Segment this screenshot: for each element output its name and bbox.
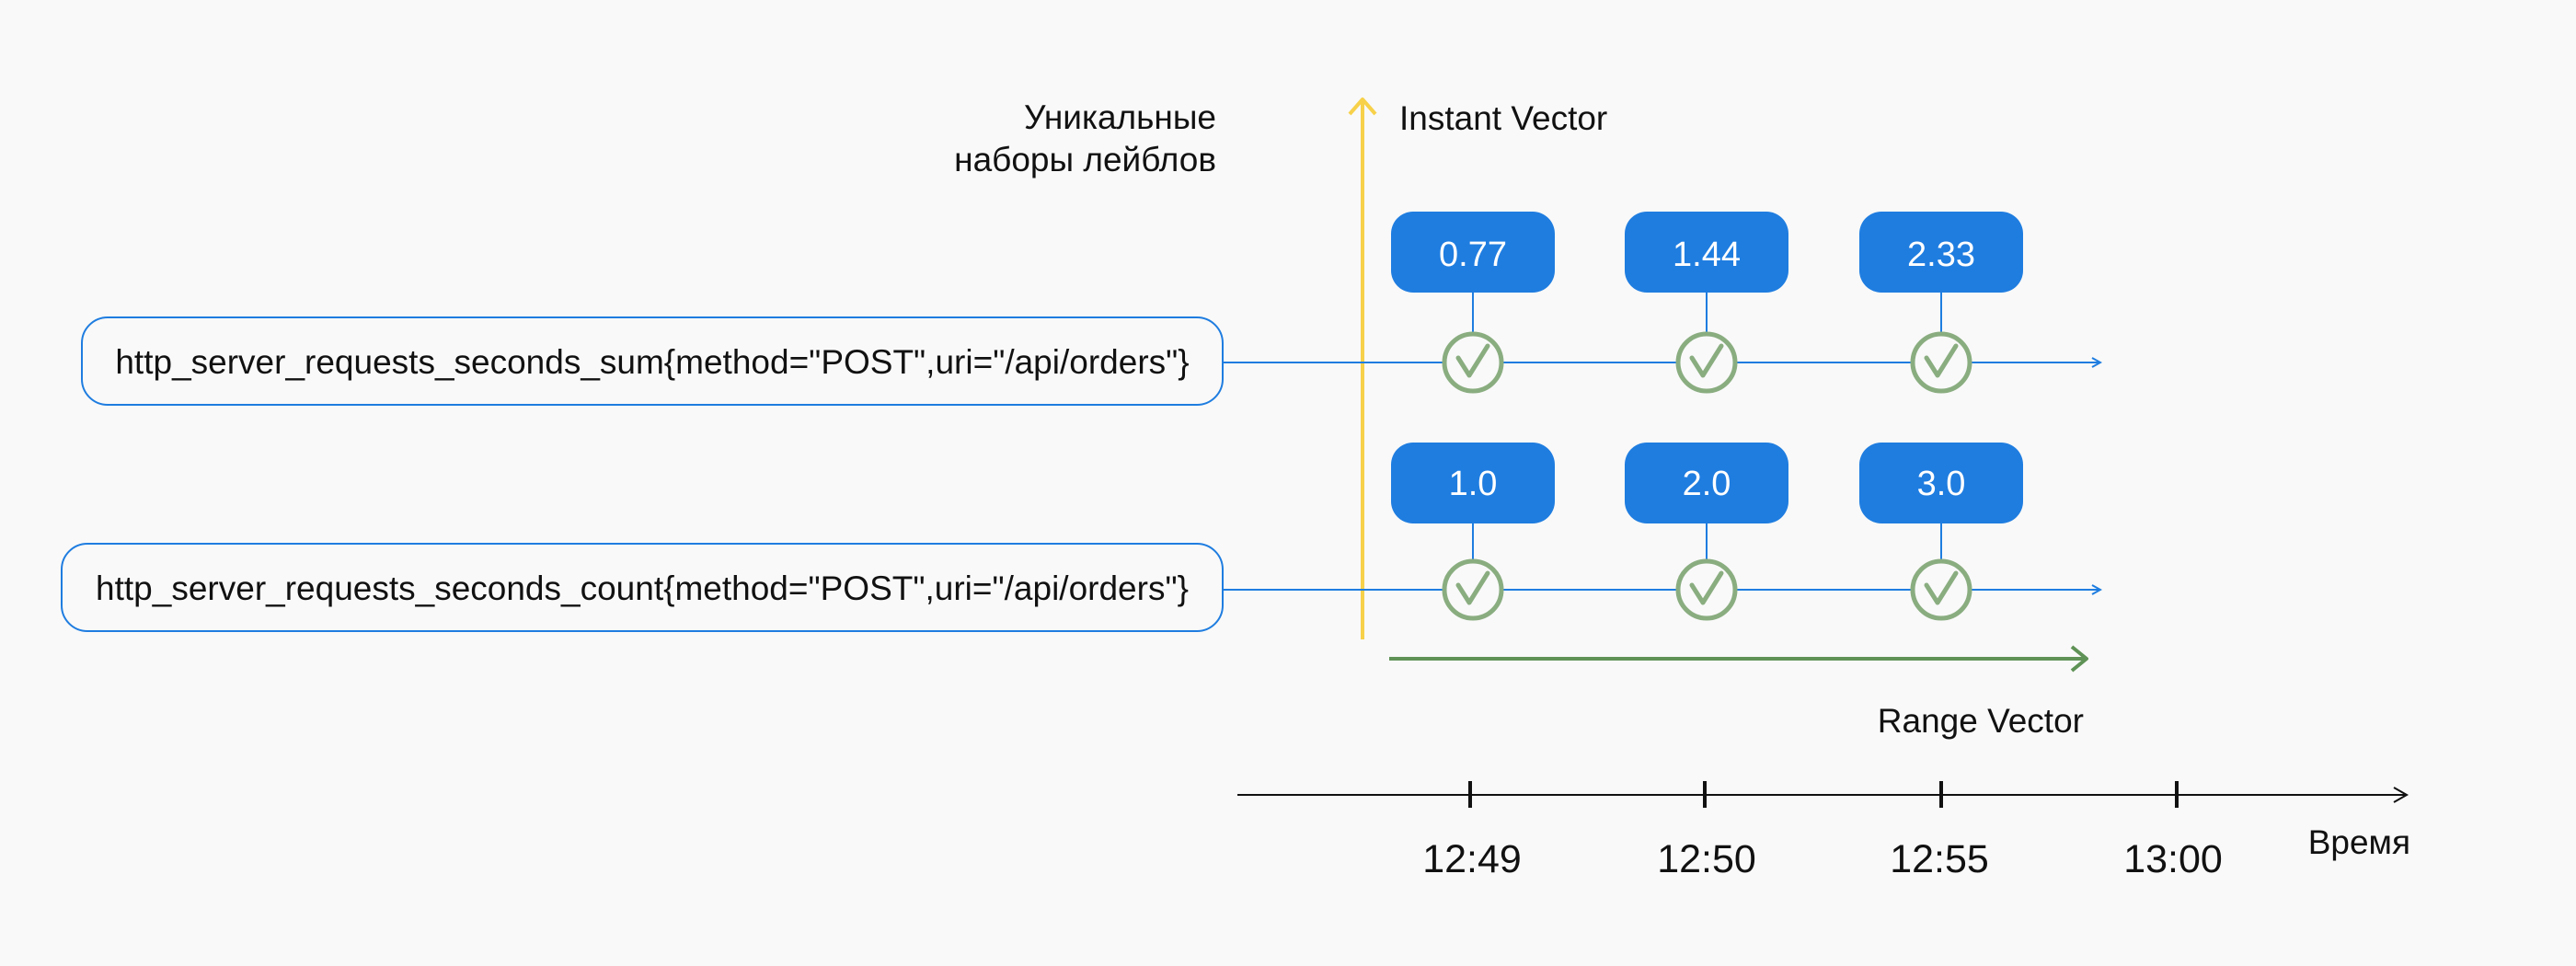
check-icon: [1675, 331, 1738, 394]
instant-vector-label: Instant Vector: [1399, 99, 1607, 137]
series-row: http_server_requests_seconds_sum{method=…: [81, 212, 2100, 406]
value-box: [1391, 443, 1555, 523]
value-box: [1859, 443, 2023, 523]
time-tick-label: 12:50: [1657, 837, 1756, 881]
data-point: 1.44: [1625, 212, 1788, 394]
value-box: [1625, 212, 1788, 293]
value-label: 2.33: [1907, 236, 1975, 274]
value-box: [1391, 212, 1555, 293]
check-icon: [1442, 331, 1504, 394]
check-icon: [1910, 331, 1972, 394]
check-icon: [1910, 558, 1972, 621]
range-vector-arrow: [1389, 645, 2088, 673]
series-label: http_server_requests_seconds_count{metho…: [96, 569, 1189, 607]
data-point: 2.33: [1859, 212, 2023, 394]
value-label: 2.0: [1683, 465, 1731, 503]
value-box: [1859, 212, 2023, 293]
series-label-box: [61, 543, 1224, 632]
range-vector-label: Range Vector: [1878, 702, 2084, 740]
value-label: 1.0: [1449, 465, 1498, 503]
value-label: 0.77: [1439, 236, 1507, 274]
data-point: 3.0: [1859, 443, 2023, 621]
series-row: http_server_requests_seconds_count{metho…: [61, 443, 2100, 632]
time-tick-label: 13:00: [2123, 837, 2223, 881]
time-tick-label: 12:55: [1890, 837, 1989, 881]
data-point: 1.0: [1391, 443, 1555, 621]
data-point: 2.0: [1625, 443, 1788, 621]
data-point: 0.77: [1391, 212, 1555, 394]
time-axis-label: Время: [2308, 823, 2410, 861]
value-box: [1625, 443, 1788, 523]
y-axis-title-line-1: Уникальные: [1024, 98, 1216, 136]
instant-vector-axis: [1348, 98, 1377, 639]
check-icon: [1675, 558, 1738, 621]
value-label: 3.0: [1917, 465, 1966, 503]
check-icon: [1442, 558, 1504, 621]
series-label-box: [81, 316, 1224, 406]
value-label: 1.44: [1673, 236, 1741, 274]
time-axis: [1237, 781, 2409, 808]
series-label: http_server_requests_seconds_sum{method=…: [115, 343, 1189, 381]
time-tick-label: 12:49: [1422, 837, 1522, 881]
y-axis-title-line-2: наборы лейблов: [954, 141, 1216, 178]
